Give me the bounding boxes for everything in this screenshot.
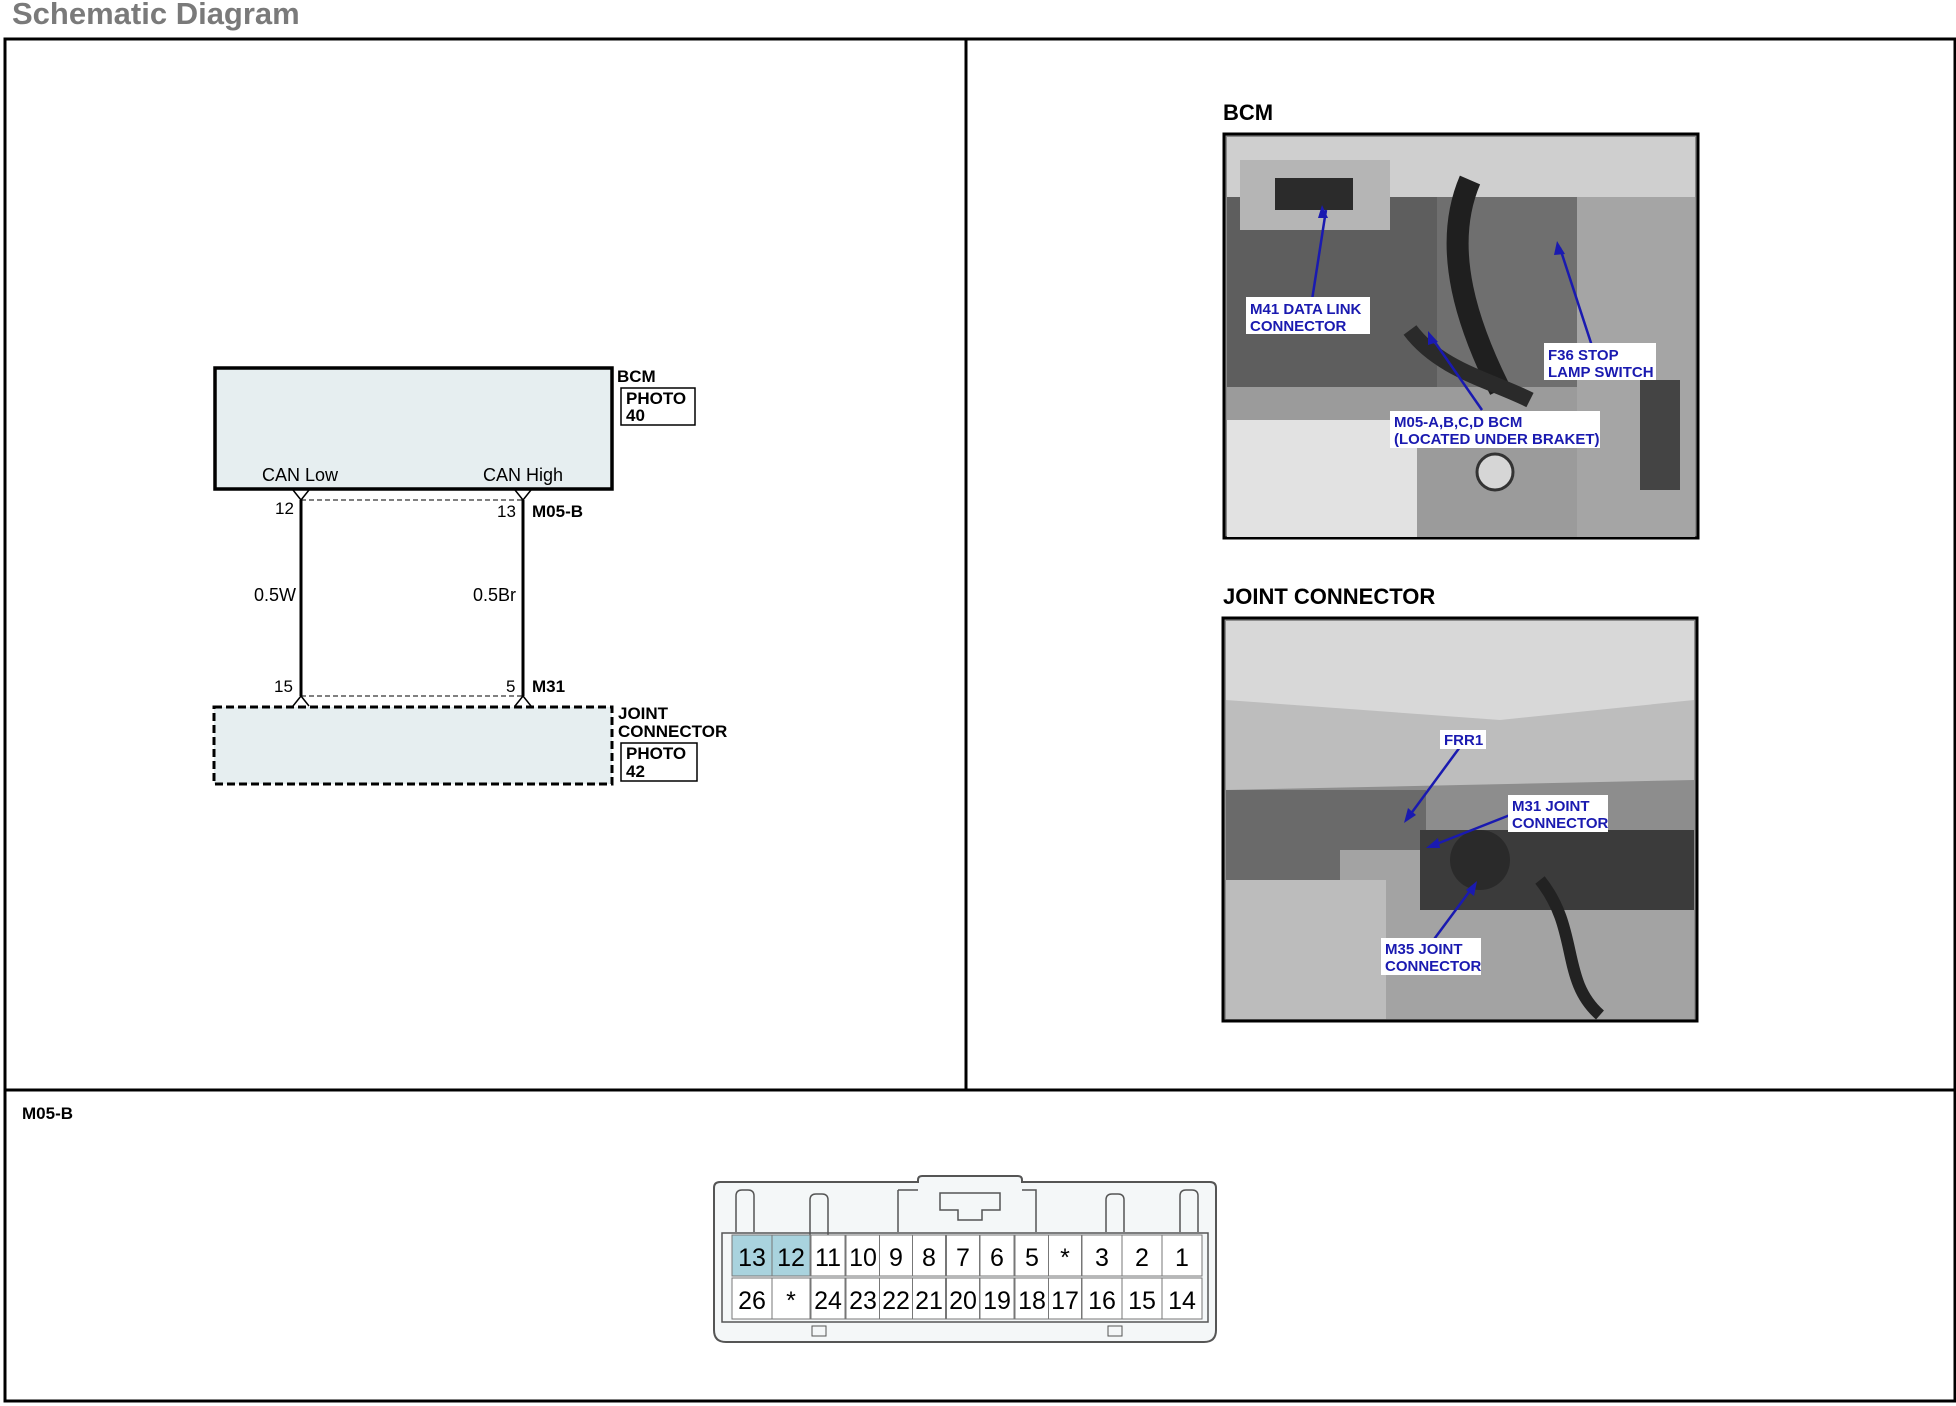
joint-photo-number: 42 (626, 762, 645, 781)
pin-mark-15 (292, 694, 310, 707)
pin-cell-19[interactable] (979, 1277, 1015, 1320)
bcm-photo-ref[interactable] (620, 387, 696, 426)
pin-cell-15[interactable] (1121, 1277, 1163, 1320)
callout-data-link-2: CONNECTOR (1250, 318, 1347, 335)
connector-m31-label: M31 (532, 677, 565, 696)
pin-number-14: 14 (1168, 1287, 1196, 1315)
pin-number-11: 11 (815, 1244, 841, 1272)
callout-bcm-2: (LOCATED UNDER BRAKET) (1394, 431, 1600, 448)
connector-latch (939, 1192, 1001, 1221)
pin-15-label: 15 (274, 677, 293, 696)
bcm-box[interactable] (213, 366, 614, 491)
joint-photo-heading: JOINT CONNECTOR (1223, 584, 1435, 609)
pin-number-3: 3 (1095, 1244, 1109, 1272)
pin-mark-12 (292, 489, 310, 502)
pin-5-label: 5 (506, 677, 515, 696)
pin-number-15: 15 (1128, 1287, 1156, 1315)
pin-cell-9[interactable] (879, 1234, 913, 1277)
callout-m35-2: CONNECTOR (1385, 958, 1482, 975)
joint-label-line2: CONNECTOR (618, 722, 727, 741)
pin-number-5: 5 (1025, 1244, 1039, 1272)
pin-13-label: 13 (497, 502, 516, 521)
schematic-panel: BCM PHOTO 40 CAN Low CAN High 12 13 M05-… (212, 366, 727, 786)
pin-number-16: 16 (1088, 1287, 1116, 1315)
pin-cell-12[interactable] (771, 1234, 811, 1277)
wire-right-spec: 0.5Br (473, 585, 516, 605)
callout-m31-1: M31 JOINT (1512, 798, 1590, 815)
bcm-photo-number: 40 (626, 406, 645, 425)
outer-frame (3, 37, 1956, 1403)
pin-number-24: 24 (814, 1287, 842, 1315)
bcm-label: BCM (617, 367, 656, 386)
callout-data-link-1: M41 DATA LINK (1250, 301, 1362, 318)
callout-m35-1: M35 JOINT (1385, 941, 1463, 958)
bcm-photo-heading: BCM (1223, 100, 1273, 125)
pin-cell-6[interactable] (979, 1234, 1015, 1277)
callout-bcm-1: M05-A,B,C,D BCM (1394, 414, 1522, 431)
pin-number-13: 13 (738, 1244, 766, 1272)
can-high-label: CAN High (483, 465, 563, 485)
pin-12-label: 12 (275, 499, 294, 518)
pin-cell-1[interactable] (1161, 1234, 1203, 1277)
pin-cell-17[interactable] (1048, 1277, 1082, 1320)
callout-stop-lamp-1: F36 STOP (1548, 347, 1619, 364)
pin-number-19: 19 (983, 1287, 1011, 1315)
pin-cell-10[interactable] (845, 1234, 881, 1277)
joint-photo-panel: JOINT CONNECTOR FRR1 M31 JOINT CONNECTOR… (1221, 584, 1699, 1023)
pin-number-10: 10 (849, 1244, 877, 1272)
pin-cell-16[interactable] (1081, 1277, 1123, 1320)
joint-label-line1: JOINT (618, 704, 669, 723)
pin-number-21: 21 (915, 1287, 943, 1315)
joint-photo-ref[interactable] (620, 742, 698, 782)
pin-number-18: 18 (1018, 1287, 1046, 1315)
pin-number-1: 1 (1175, 1244, 1189, 1272)
pin-cell-22[interactable] (879, 1277, 913, 1320)
pin-cell-21[interactable] (912, 1277, 946, 1320)
pin-number-6: 6 (990, 1244, 1004, 1272)
pin-number-9: 9 (889, 1244, 903, 1272)
pin-number-8: 8 (922, 1244, 936, 1272)
pin-cell-8[interactable] (912, 1234, 946, 1277)
callout-m31-2: CONNECTOR (1512, 815, 1609, 832)
pin-mark-13 (514, 489, 532, 502)
pin-cell-blank[interactable] (771, 1277, 811, 1320)
pin-mark-5 (514, 694, 532, 707)
pin-number-17: 17 (1051, 1287, 1079, 1315)
pin-number-7: 7 (956, 1244, 970, 1272)
pin-number-26: 26 (738, 1287, 766, 1315)
joint-photo-label: PHOTO (626, 744, 686, 763)
pin-number-20: 20 (949, 1287, 977, 1315)
can-low-label: CAN Low (262, 465, 339, 485)
bcm-photo-panel: BCM M41 DATA LINK CONNECTOR F36 STOP LAM… (1222, 100, 1700, 540)
pin-cell-7[interactable] (946, 1234, 980, 1277)
page-title: Schematic Diagram (12, 0, 300, 31)
pin-cell-18[interactable] (1014, 1277, 1050, 1320)
pin-number-2: 2 (1135, 1244, 1149, 1272)
pin-cell-13[interactable] (731, 1234, 773, 1277)
pin-number-12: 12 (777, 1244, 805, 1272)
pin-number-blank: * (786, 1287, 796, 1315)
callout-stop-lamp-2: LAMP SWITCH (1548, 364, 1654, 381)
pin-cell-24[interactable] (810, 1277, 846, 1320)
wire-left-spec: 0.5W (254, 585, 296, 605)
pin-block-frame (721, 1232, 1209, 1323)
joint-connector-box[interactable] (212, 705, 614, 786)
pin-cell-11[interactable] (810, 1234, 846, 1277)
pin-cell-5[interactable] (1014, 1234, 1050, 1277)
pin-cell-blank[interactable] (1048, 1234, 1082, 1277)
connector-m05b-label: M05-B (532, 502, 583, 521)
pin-cell-2[interactable] (1121, 1234, 1163, 1277)
callout-frr1: FRR1 (1444, 732, 1483, 749)
pin-cell-14[interactable] (1161, 1277, 1203, 1320)
pin-number-22: 22 (882, 1287, 910, 1315)
bcm-photo-label: PHOTO (626, 389, 686, 408)
pin-number-23: 23 (849, 1287, 877, 1315)
connector-view-label: M05-B (22, 1104, 73, 1123)
pin-number-blank: * (1060, 1244, 1070, 1272)
pin-cell-26[interactable] (731, 1277, 773, 1320)
